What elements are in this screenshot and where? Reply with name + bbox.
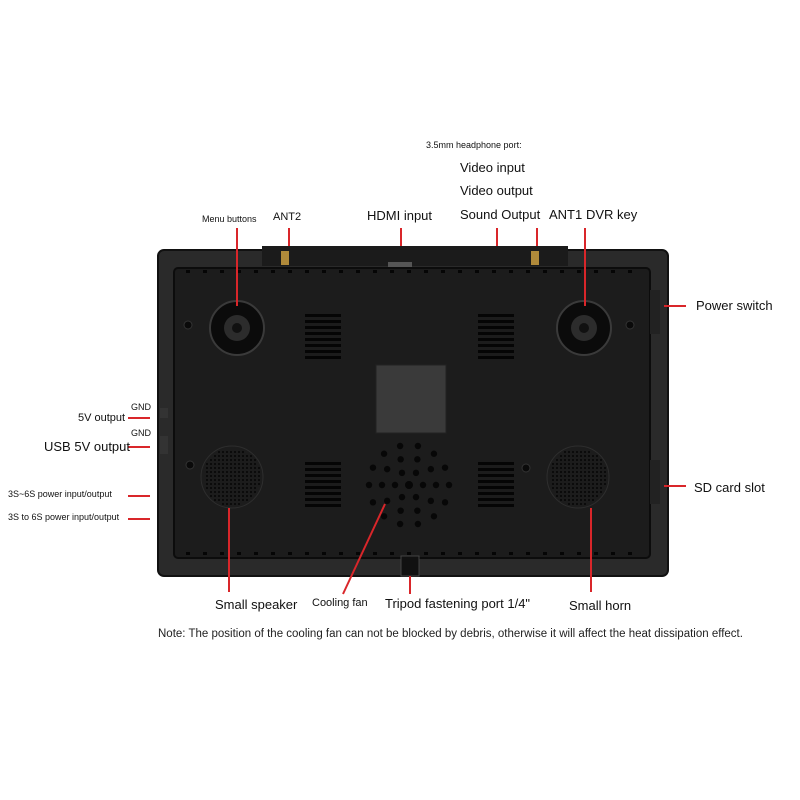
gnd-label-1: GND <box>131 402 151 412</box>
menu-buttons-leader <box>236 228 238 306</box>
power-switch-leader <box>664 305 686 307</box>
vent-slots <box>305 314 514 507</box>
menu-buttons-label: Menu buttons <box>202 214 257 224</box>
dvr-key-leader <box>584 228 586 306</box>
screw-hole <box>183 320 193 330</box>
gnd-label-2: GND <box>131 428 151 438</box>
top-connector-strip <box>262 246 568 266</box>
sd-card-housing <box>650 460 660 504</box>
5v-output-leader <box>128 417 150 419</box>
menu-button-right <box>556 300 612 356</box>
ant2-leader <box>288 228 290 246</box>
sound-output-label: Sound Output <box>460 207 541 222</box>
screw-hole <box>625 320 635 330</box>
power-io-label-2: 3S to 6S power input/output <box>8 512 120 522</box>
headphone-port-label: 3.5mm headphone port: <box>426 140 522 150</box>
usb-5v-leader <box>128 446 150 448</box>
small-horn-grille <box>546 445 610 509</box>
power-io-1-leader <box>128 495 150 497</box>
cooling-fan-note: Note: The position of the cooling fan ca… <box>158 628 743 640</box>
small-horn-label: Small horn <box>569 598 632 613</box>
cooling-fan-label: Cooling fan <box>312 597 368 609</box>
hdmi-port <box>388 262 412 268</box>
sound-output-leader <box>496 228 498 246</box>
spec-label-plate <box>375 364 447 434</box>
left-port-usb <box>160 436 168 454</box>
ant1-label: ANT1 <box>549 207 583 222</box>
sd-card-slot-label: SD card slot <box>694 480 765 495</box>
left-port-5v <box>160 408 168 418</box>
tripod-port-label: Tripod fastening port 1/4" <box>385 596 531 611</box>
menu-button-left <box>209 300 265 356</box>
power-switch-housing <box>650 290 660 334</box>
screw-hole <box>185 460 195 470</box>
dvr-key-label: DVR key <box>586 207 638 222</box>
ant2-connector <box>281 251 289 265</box>
video-input-label: Video input <box>460 160 525 175</box>
power-io-label-1: 3S~6S power input/output <box>8 489 112 499</box>
cooling-fan-holes <box>365 442 453 528</box>
ant1-connector <box>531 251 539 265</box>
small-speaker-grille <box>200 445 264 509</box>
tripod-mount <box>400 555 420 577</box>
tripod-leader <box>409 576 411 594</box>
screw-hole <box>521 463 531 473</box>
small-speaker-label: Small speaker <box>215 597 298 612</box>
hdmi-leader <box>400 228 402 246</box>
sd-card-leader <box>664 485 686 487</box>
5v-output-label: 5V output <box>78 412 126 424</box>
hdmi-input-label: HDMI input <box>367 208 433 223</box>
power-io-2-leader <box>128 518 150 520</box>
usb-5v-output-label: USB 5V output <box>44 439 130 454</box>
power-switch-label: Power switch <box>696 298 773 313</box>
ant1-leader <box>536 228 538 246</box>
ant2-label: ANT2 <box>273 211 302 223</box>
small-horn-leader <box>590 508 592 592</box>
small-speaker-leader <box>228 508 230 592</box>
video-output-label: Video output <box>460 183 533 198</box>
